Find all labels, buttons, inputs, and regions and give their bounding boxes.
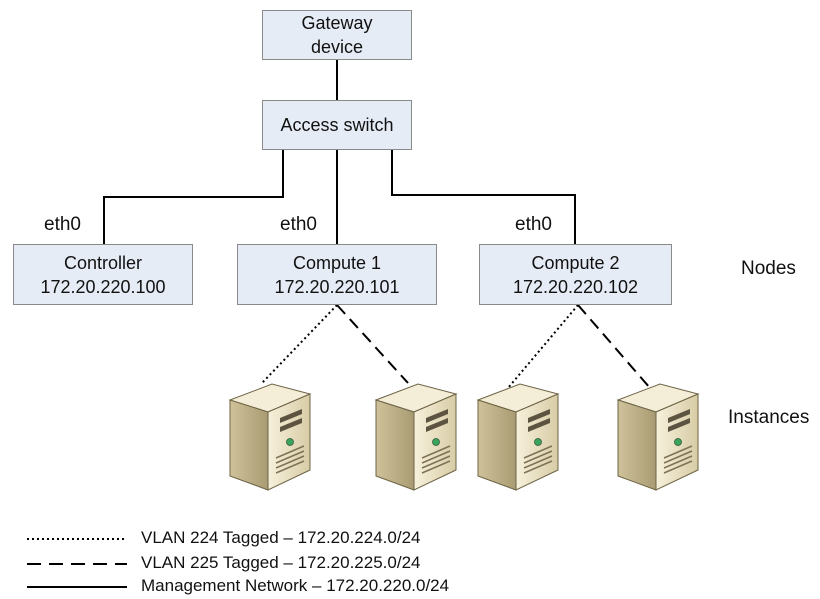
compute1-box: Compute 1 172.20.220.101 (237, 244, 437, 305)
compute2-eth0-label: eth0 (515, 214, 552, 235)
access-switch-label: Access switch (280, 115, 394, 135)
vlan225-link-compute1 (336, 304, 409, 384)
compute1-ip: 172.20.220.101 (274, 276, 400, 297)
compute1-name: Compute 1 (292, 252, 382, 273)
compute2-ip: 172.20.220.102 (512, 276, 639, 297)
instances-row-label: Instances (728, 407, 810, 428)
controller-eth0-label: eth0 (44, 214, 81, 235)
controller-link (103, 149, 284, 245)
instance-server-icon (617, 383, 699, 491)
controller-ip: 172.20.220.100 (40, 276, 166, 297)
nodes-row-label: Nodes (741, 258, 796, 279)
legend-management-text: Management Network – 172.20.220.0/24 (141, 576, 450, 595)
compute2-box: Compute 2 172.20.220.102 (479, 244, 672, 305)
legend-vlan225-text: VLAN 225 Tagged – 172.20.225.0/24 (141, 553, 421, 572)
instance-server-icon (375, 383, 457, 491)
gateway-label-line1: Gateway (301, 13, 373, 33)
vlan224-link-compute1 (261, 304, 338, 384)
compute2-link (391, 149, 576, 245)
access-switch-box: Access switch (262, 100, 412, 150)
legend-vlan224-text: VLAN 224 Tagged – 172.20.224.0/24 (141, 528, 421, 547)
instance-server-icon (229, 383, 311, 491)
compute2-name: Compute 2 (531, 252, 620, 273)
compute1-eth0-label: eth0 (280, 214, 317, 235)
controller-name: Controller (63, 252, 143, 273)
vlan225-link-compute2 (577, 304, 651, 389)
instance-server-icon (477, 383, 559, 491)
vlan224-link-compute2 (507, 304, 579, 389)
controller-box: Controller 172.20.220.100 (13, 244, 193, 305)
gateway-device-box: Gateway device (262, 10, 412, 60)
gateway-label-line2: device (310, 37, 364, 57)
